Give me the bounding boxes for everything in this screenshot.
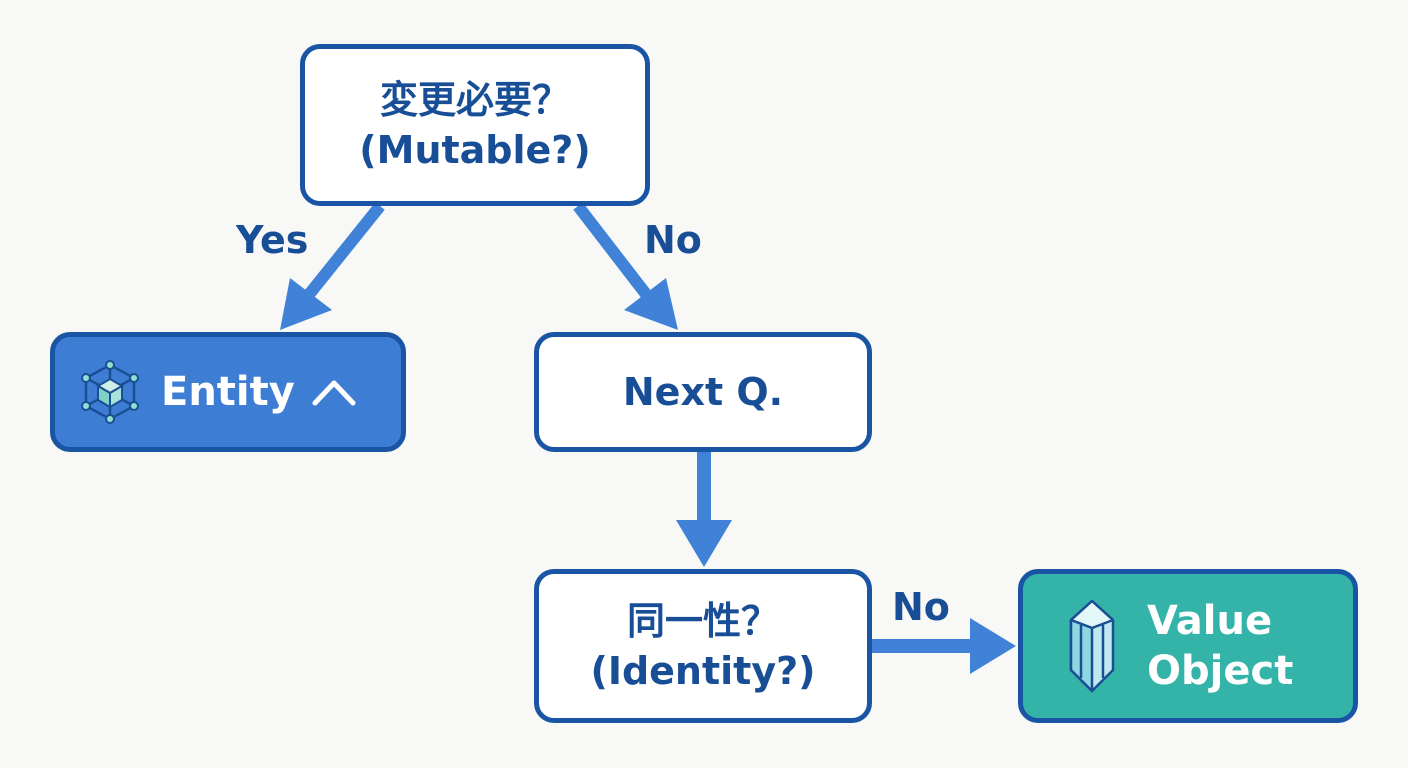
next-question-node: Next Q. (534, 332, 872, 452)
mutable-question-node: 変更必要？ (Mutable?) (300, 44, 650, 206)
arrow-no-to-next (573, 202, 678, 330)
entity-label: Entity (161, 369, 295, 415)
mutable-question-en: (Mutable?) (359, 128, 591, 172)
identity-question-node: 同一性？ (Identity?) (534, 569, 872, 723)
entity-node: Entity (50, 332, 406, 452)
identity-question-en: (Identity?) (590, 649, 816, 693)
value-object-line1: Value (1147, 598, 1273, 644)
value-object-node: Value Object (1018, 569, 1358, 723)
mutable-question-jp: 変更必要？ (379, 78, 570, 122)
edge-label-yes: Yes (236, 218, 309, 262)
arrow-yes-to-entity (280, 202, 385, 330)
cube-network-icon (81, 360, 139, 424)
value-object-line2: Object (1147, 648, 1294, 694)
arrow-next-to-identity (676, 452, 732, 567)
edge-label-no-value-object: No (892, 585, 950, 629)
edge-label-no-next: No (644, 218, 702, 262)
identity-question-jp: 同一性？ (626, 599, 779, 643)
arrow-no-to-value-object (872, 618, 1016, 674)
crystal-icon (1069, 599, 1115, 693)
chevron-up-icon (312, 380, 356, 406)
next-question-label: Next Q. (622, 370, 784, 414)
